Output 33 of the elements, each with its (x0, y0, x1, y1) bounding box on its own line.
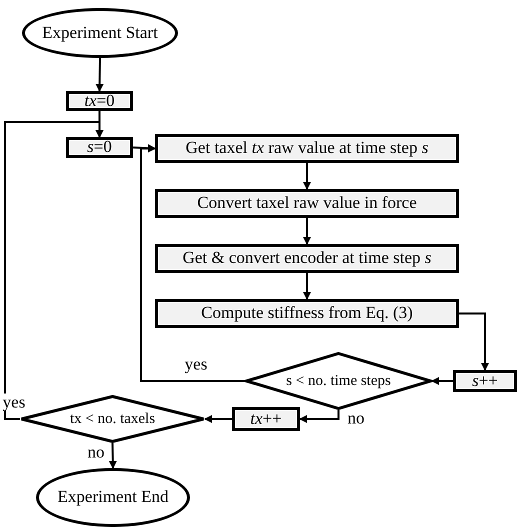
process-box (155, 244, 459, 273)
arrow (459, 312, 489, 371)
node-text: tx++ (249, 410, 283, 428)
node-text: Convert taxel raw value in force (196, 194, 418, 213)
decision-diamond (245, 352, 432, 410)
process-box (66, 91, 133, 111)
arrow (204, 415, 232, 423)
node-text: s++ (471, 372, 499, 390)
arrow (4, 121, 104, 420)
process-box (155, 189, 459, 218)
edge-label: yes (2, 394, 26, 410)
node-text: s < no. time steps (285, 372, 392, 390)
arrow (303, 218, 311, 245)
arrow (303, 273, 311, 300)
node-text: s=0 (86, 138, 113, 157)
node-text: Get taxel tx raw value at time step s (184, 139, 430, 158)
node-text: tx < no. taxels (68, 410, 156, 428)
node-text: Compute stiffness from Eq. (3) (200, 304, 414, 323)
process-box (155, 299, 459, 328)
node-text: Experiment End (56, 488, 170, 507)
node-text: tx=0 (83, 92, 116, 110)
arrow (96, 58, 104, 92)
arrow (140, 144, 245, 382)
arrow (299, 410, 340, 423)
arrow (431, 377, 453, 385)
process-box (66, 137, 133, 158)
arrow (303, 163, 311, 190)
process-box (453, 370, 517, 392)
process-box (155, 134, 459, 163)
arrow (108, 442, 117, 469)
node-text: Experiment Start (41, 24, 159, 42)
node-text: Get & convert encoder at time step s (182, 249, 432, 268)
process-box (232, 407, 300, 431)
